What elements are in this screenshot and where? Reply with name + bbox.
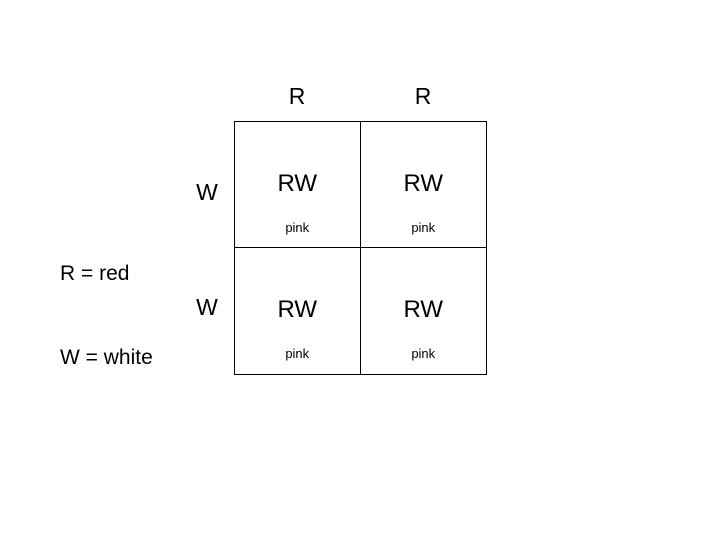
legend-line-white: W = white <box>60 346 153 369</box>
cell-phenotype: pink <box>285 220 310 235</box>
column-header-1: R <box>414 83 432 109</box>
punnett-cell-1-1: RW pink <box>361 248 487 374</box>
cell-genotype: RW <box>277 170 318 197</box>
legend-line-red: R = red <box>60 262 130 285</box>
punnett-grid: RW pink RW pink RW pink RW pink <box>234 121 487 375</box>
cell-genotype: RW <box>403 170 444 197</box>
row-header-1: W <box>196 294 218 320</box>
punnett-cell-1-0: RW pink <box>235 248 361 374</box>
cell-genotype: RW <box>403 296 444 323</box>
cell-phenotype: pink <box>411 346 436 361</box>
column-header-0: R <box>288 83 306 109</box>
punnett-cell-0-1: RW pink <box>360 122 486 248</box>
punnett-cell-0-0: RW pink <box>235 122 361 248</box>
allele-legend: R = red W = white <box>60 204 153 428</box>
cell-phenotype: pink <box>411 220 436 235</box>
row-header-0: W <box>196 179 218 205</box>
cell-phenotype: pink <box>285 346 310 361</box>
cell-genotype: RW <box>277 296 318 323</box>
